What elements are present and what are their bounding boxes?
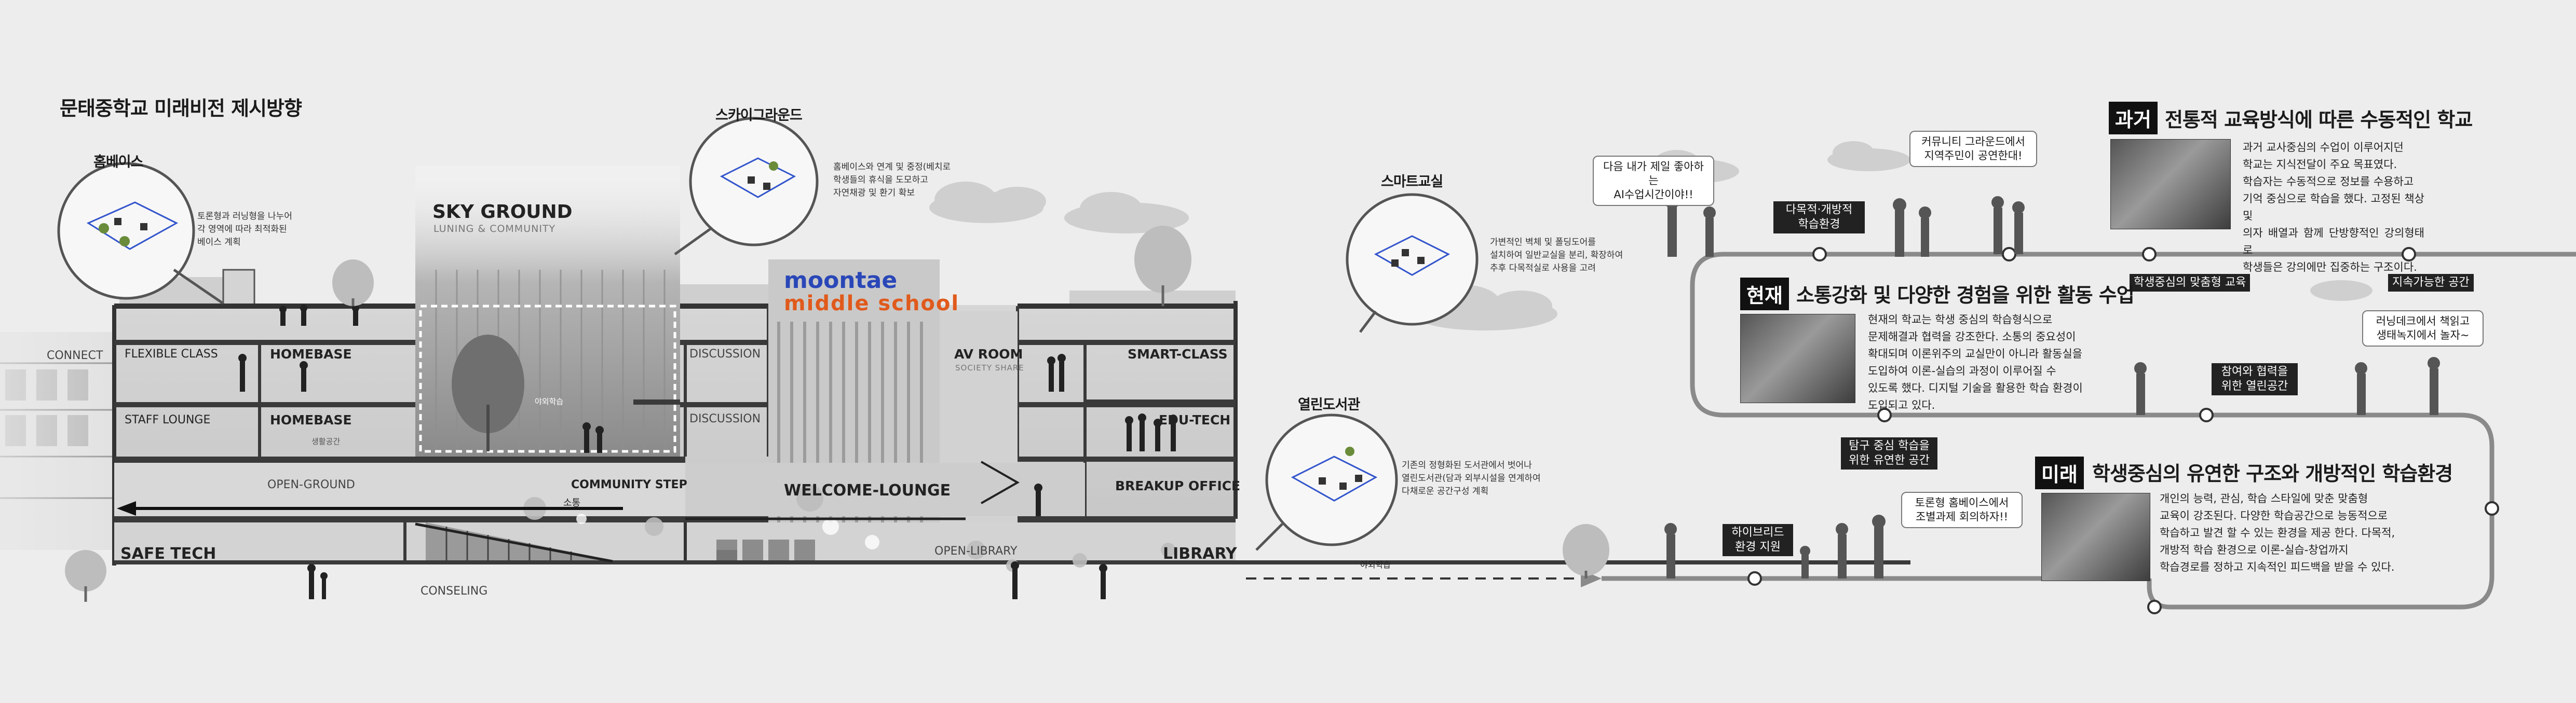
skyground-bubble-title: 스카이그라운드 bbox=[715, 107, 803, 123]
homebase-bubble-title: 홈베이스 bbox=[93, 154, 143, 170]
library-bubble-title: 열린도서관 bbox=[1298, 397, 1360, 413]
outdoor-label-1: 야외학습 bbox=[535, 397, 564, 406]
room-discussion-1: DISCUSSION bbox=[689, 348, 761, 361]
future-title: 학생중심의 유연한 구조와 개방적인 학습환경 bbox=[2092, 462, 2453, 485]
past-photo bbox=[2110, 139, 2231, 229]
smartclass-bubble-title: 스마트교실 bbox=[1381, 174, 1443, 190]
room-library: LIBRARY bbox=[1163, 545, 1237, 563]
room-av-room-sub: SOCIETY SHARE bbox=[955, 363, 1024, 373]
room-av-room: AV ROOM bbox=[954, 347, 1023, 362]
outdoor-label-2: 야외학습 bbox=[1360, 560, 1391, 570]
room-open-library: OPEN-LIBRARY bbox=[934, 545, 1018, 558]
future-photo bbox=[2041, 493, 2150, 581]
room-breakup-office: BREAKUP OFFICE bbox=[1115, 478, 1241, 493]
room-welcome-lounge: WELCOME-LOUNGE bbox=[784, 481, 951, 500]
room-homebase-small: 생활공간 bbox=[311, 437, 341, 446]
room-homebase-2: HOMEBASE bbox=[270, 412, 352, 428]
room-flexible-class: FLEXIBLE CLASS bbox=[125, 348, 218, 361]
room-connect: CONNECT bbox=[47, 349, 103, 362]
label-sustainable: 지속가능한 공간 bbox=[2388, 274, 2474, 292]
sky-ground-subtitle: LUNING & COMMUNITY bbox=[433, 223, 556, 235]
room-smart-class: SMART-CLASS bbox=[1128, 347, 1228, 362]
sky-ground-title: SKY GROUND bbox=[432, 201, 573, 223]
page-title: 문태중학교 미래비전 제시방향 bbox=[60, 97, 302, 120]
present-photo bbox=[1740, 314, 1855, 403]
past-tag: 과거 bbox=[2109, 102, 2158, 134]
room-edu-tech: EDU-TECH bbox=[1159, 412, 1231, 428]
label-student: 학생중심의 맞춤형 교육 bbox=[2130, 274, 2250, 292]
room-community-step: COMMUNITY STEP bbox=[571, 478, 687, 491]
room-discussion-2: DISCUSSION bbox=[689, 412, 761, 425]
past-title: 전통적 교육방식에 따른 수동적인 학교 bbox=[2165, 108, 2473, 131]
brand-bottom: middle school bbox=[784, 292, 960, 315]
room-open-ground: OPEN-GROUND bbox=[267, 478, 355, 491]
room-conseling: CONSELING bbox=[421, 585, 488, 598]
present-title: 소통강화 및 다양한 경험을 위한 활동 수업 bbox=[1796, 284, 2135, 307]
room-safe-tech: SAFE TECH bbox=[120, 545, 216, 563]
room-homebase-1: HOMEBASE bbox=[270, 347, 352, 362]
brand-top: moontae bbox=[784, 267, 898, 294]
room-sotong: 소통 bbox=[563, 498, 581, 508]
future-tag: 미래 bbox=[2035, 457, 2084, 489]
room-staff-lounge: STAFF LOUNGE bbox=[125, 413, 211, 426]
present-tag: 현재 bbox=[1740, 278, 1789, 310]
